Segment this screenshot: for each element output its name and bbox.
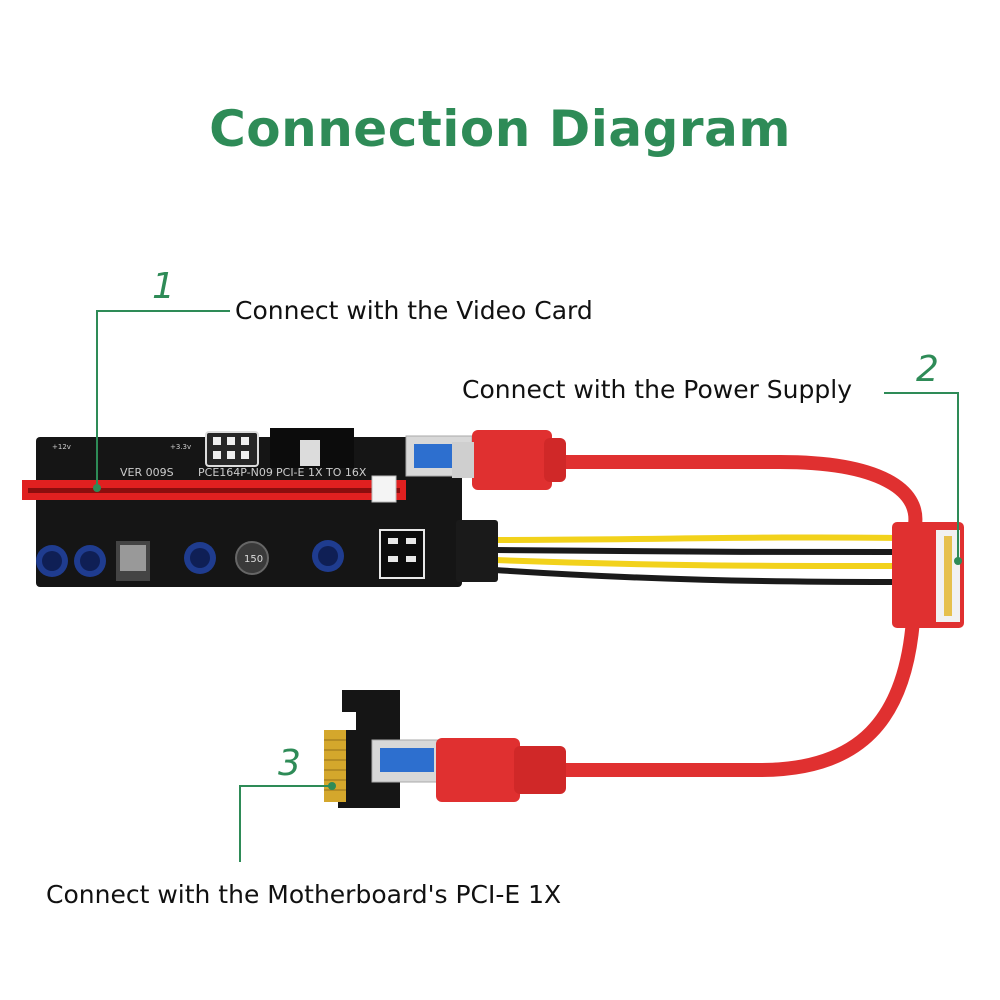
callout-line-1 (96, 310, 230, 488)
marking-version: VER 009S (120, 466, 174, 479)
usb-cable-lower (553, 613, 920, 777)
callout-label-video-card: Connect with the Video Card (235, 296, 593, 325)
power-wires (494, 534, 901, 585)
callout-number-1: 1 (152, 266, 175, 307)
usb-cable-upper (553, 455, 923, 532)
riser-main-board: +12v +3.3v VER 009S PCE164P-N09 PCI-E 1X… (22, 428, 498, 587)
marking-12v: +12v (52, 443, 71, 451)
marking-model: PCE164P-N09 (198, 466, 273, 479)
marking-33v: +3.3v (170, 443, 191, 451)
callout-number-2: 2 (916, 349, 939, 390)
callout-number-3: 3 (278, 743, 301, 784)
pcie-1x-adapter (324, 690, 439, 808)
pcie-1x-gold-contacts (324, 730, 346, 802)
callout-dots (93, 484, 962, 790)
callout-line-2 (884, 392, 959, 561)
callout-line-3 (239, 785, 300, 862)
usb-plug-upper (452, 430, 566, 490)
callout-label-power-supply: Connect with the Power Supply (462, 375, 853, 404)
callout-lines (96, 310, 959, 862)
callout-label-motherboard: Connect with the Motherboard's PCI-E 1X (46, 880, 562, 909)
sata-power-connector (892, 522, 964, 628)
marking-type: PCI-E 1X TO 16X (276, 466, 367, 479)
marking-inductor: 150 (244, 554, 263, 565)
board-power-input (456, 520, 498, 582)
page-title: Connection Diagram (209, 100, 791, 158)
usb-plug-lower (436, 738, 566, 802)
